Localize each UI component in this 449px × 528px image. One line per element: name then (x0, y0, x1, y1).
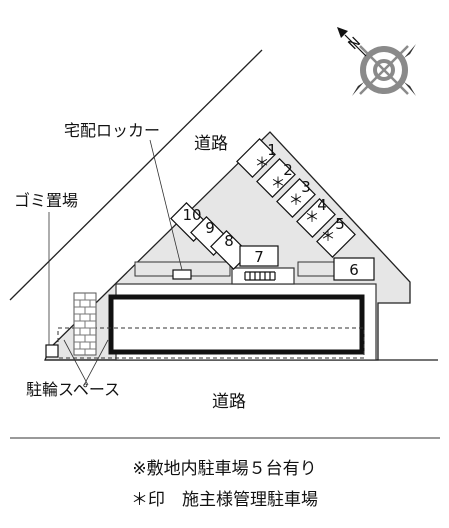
parking-space-5 (316, 218, 356, 258)
north-arrow-compass-icon: N (337, 27, 416, 96)
space-4-number: 4 (317, 196, 327, 214)
space-1-marker: ＊ (254, 154, 269, 172)
space-5-marker: ＊ (320, 227, 335, 245)
delivery-locker-label: 宅配ロッカー (64, 121, 161, 140)
parking-space-3 (276, 178, 316, 218)
road-label-top: 道路 (194, 134, 228, 154)
road-label-bottom: 道路 (212, 392, 246, 412)
entrance-porch (231, 267, 295, 285)
space-3-number: 3 (301, 178, 311, 196)
space-3-marker: ＊ (288, 191, 303, 209)
parking-space-1 (236, 138, 276, 178)
space-5-number: 5 (335, 215, 345, 233)
space-2-number: 2 (283, 161, 293, 179)
parking-space-7 (239, 245, 279, 267)
space-6-number: 6 (349, 261, 359, 279)
space-8-number: 8 (224, 232, 234, 250)
garbage-box (45, 344, 59, 358)
parking-note-line-2: ＊印 施主様管理駐車場 (131, 490, 318, 510)
parking-space-4 (296, 198, 336, 238)
compass-letter: N (345, 34, 364, 53)
bicycle-leader-1 (63, 339, 89, 386)
bicycle-leader-2 (83, 339, 109, 386)
space-4-marker: ＊ (304, 208, 319, 226)
parking-note-line-1: ※敷地内駐車場５台有り (132, 459, 317, 479)
delivery-locker (172, 269, 192, 280)
parking-space-6 (333, 257, 375, 281)
space-10-number: 10 (182, 206, 201, 224)
road-edge-upper (9, 49, 263, 301)
space-9-number: 9 (205, 219, 215, 237)
building-body (108, 294, 365, 355)
parking-space-2 (256, 158, 296, 198)
locker-leader-line (149, 139, 183, 271)
entrance-stairs (244, 271, 276, 281)
space-7-number: 7 (254, 248, 264, 266)
bicycle-space-label: 駐輪スペース (26, 380, 121, 399)
space-1-number: 1 (267, 141, 277, 159)
garbage-area-label: ゴミ置場 (14, 191, 79, 210)
planter-right (297, 261, 339, 277)
space-2-marker: ＊ (270, 174, 285, 192)
brick-wall (73, 292, 97, 356)
